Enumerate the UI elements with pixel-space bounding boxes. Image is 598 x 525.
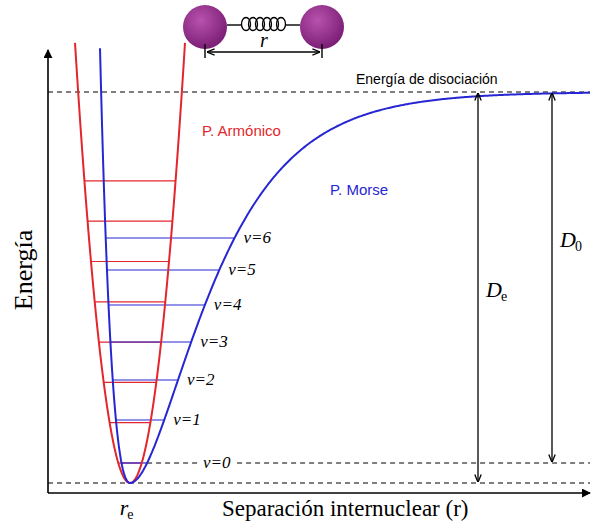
- harmonic-level: [88, 221, 173, 222]
- morse-label: P. Morse: [330, 181, 388, 198]
- energy-subscript: e: [501, 289, 507, 305]
- axis-title: Energía: [9, 230, 39, 310]
- morse-level: [113, 379, 178, 380]
- level-label: v=3: [200, 332, 228, 352]
- distance-symbol: r: [120, 495, 129, 520]
- level-label: v=6: [244, 228, 272, 248]
- harmonic-label: P. Armónico: [202, 122, 281, 139]
- molecule-figure: [183, 5, 344, 58]
- morse-level: [107, 269, 219, 270]
- harmonic-level: [104, 382, 157, 383]
- energy-symbol: D: [486, 277, 502, 302]
- harmonic-level: [95, 301, 166, 302]
- level-label: v=2: [187, 370, 215, 390]
- morse-level: [109, 304, 205, 305]
- de-arrow: [477, 93, 478, 482]
- morse-level: [110, 341, 191, 342]
- level-label: v=0: [200, 453, 234, 473]
- distance-axis: [48, 492, 590, 494]
- level-label: v=5: [228, 260, 256, 280]
- axis-title: Separación internuclear (r): [222, 496, 468, 522]
- morse-curve: [100, 48, 590, 483]
- dissociation-label: Energía de disociación: [356, 71, 498, 87]
- morse-level: [122, 462, 148, 463]
- atom-circle: [300, 5, 344, 49]
- energy-axis: [47, 50, 49, 493]
- level-label: v=1: [173, 410, 201, 430]
- harmonic-curve: [75, 43, 185, 483]
- harmonic-level: [84, 180, 175, 181]
- atom-circle: [183, 5, 227, 49]
- potential-curves: [75, 43, 590, 483]
- distance-arrow: [207, 51, 320, 52]
- distance-symbol: r: [260, 29, 268, 52]
- distance-subscript: e: [127, 507, 133, 523]
- morse-level: [116, 419, 164, 420]
- energy-subscript: 0: [575, 239, 582, 255]
- dissociation-line: [48, 92, 590, 93]
- level-label: v=4: [214, 295, 242, 315]
- d0-arrow: [551, 93, 552, 462]
- harmonic-level: [91, 261, 169, 262]
- energy-symbol: D: [560, 227, 576, 252]
